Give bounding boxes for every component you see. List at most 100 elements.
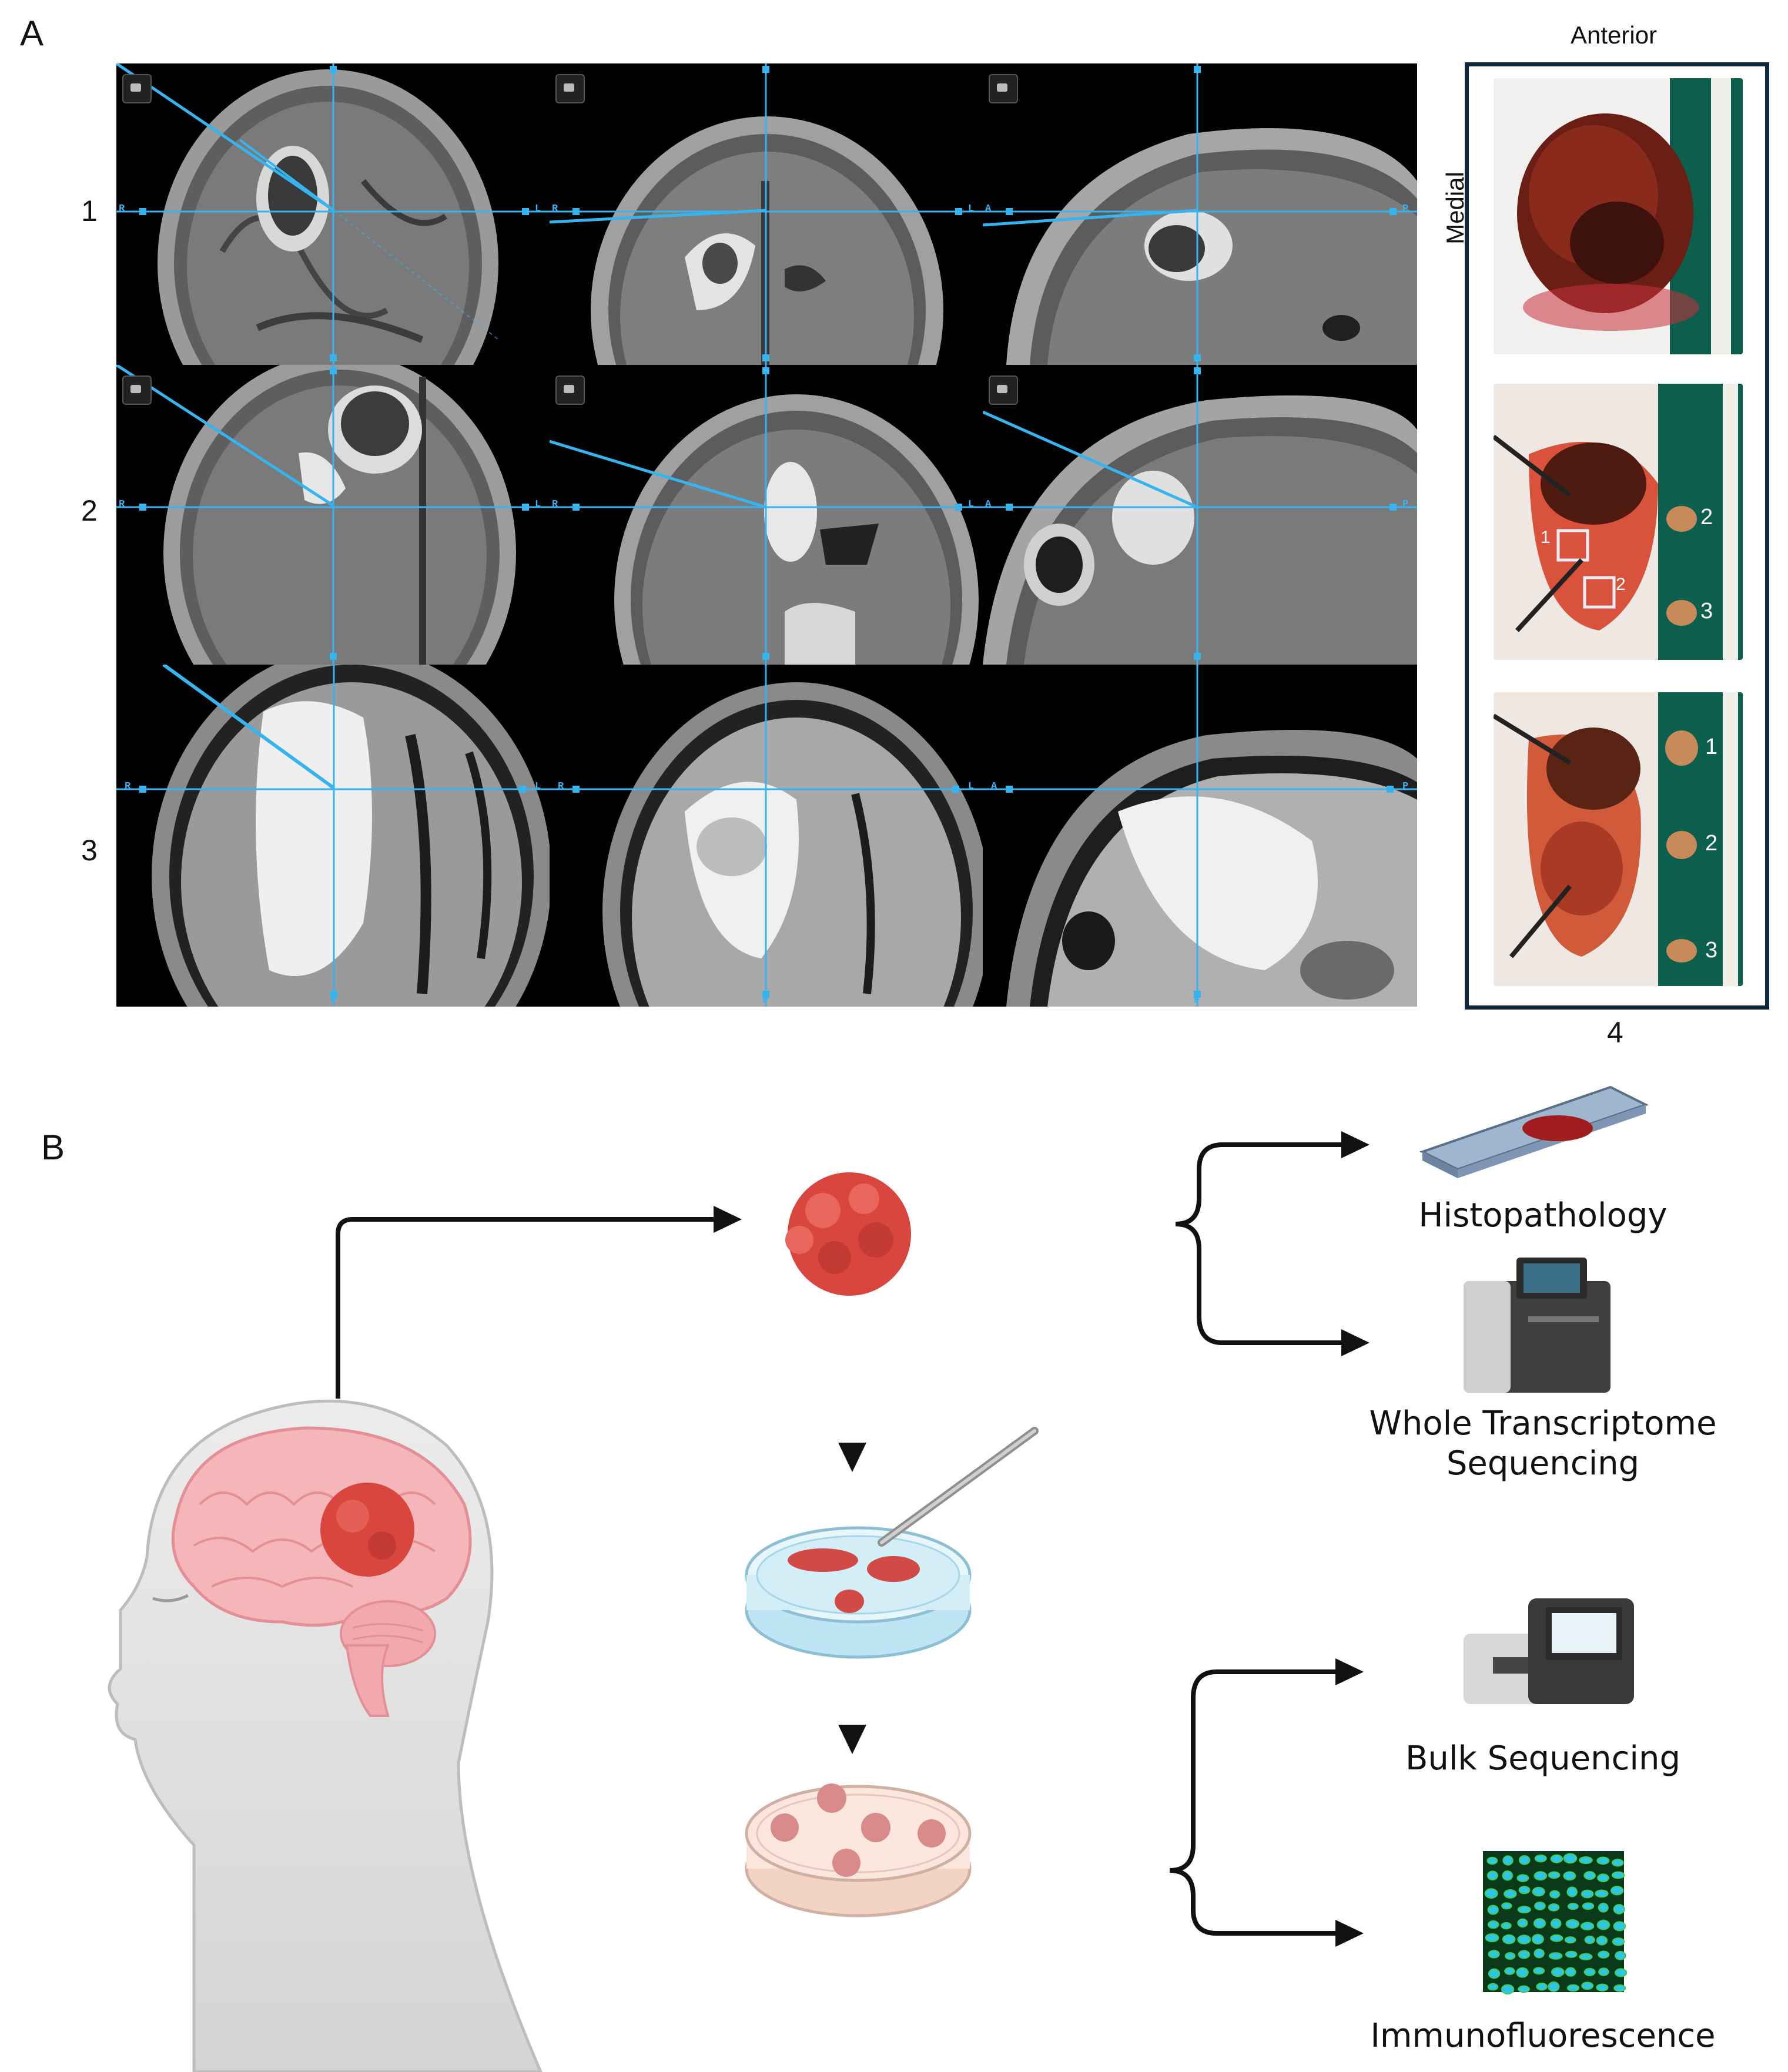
orient-right: L (535, 499, 541, 510)
if-cell (1596, 1936, 1608, 1946)
if-cell (1550, 1918, 1562, 1929)
camera-icon[interactable] (122, 375, 152, 405)
if-cell (1615, 1968, 1628, 1977)
if-cell (1517, 1934, 1531, 1944)
tumor-photo-3: 1 2 3 (1494, 692, 1743, 986)
if-cell (1501, 1984, 1515, 1995)
panel-a-letter: A (20, 14, 44, 53)
if-cell (1550, 1854, 1563, 1863)
orient-right: L (535, 781, 541, 792)
if-cell (1610, 1886, 1624, 1896)
if-cell (1533, 1918, 1546, 1929)
if-cell (1548, 1871, 1561, 1879)
if-cell (1598, 1967, 1609, 1976)
if-cell (1613, 1904, 1625, 1915)
photo3-label-1: 1 (1705, 735, 1718, 759)
label-bulk-sequencing: Bulk Sequencing (1405, 1739, 1681, 1778)
if-cell (1583, 1871, 1596, 1880)
if-cell (1502, 1855, 1514, 1866)
if-cell (1598, 1950, 1610, 1959)
orient-left: A (985, 203, 992, 214)
camera-icon[interactable] (989, 74, 1018, 103)
mri-axial-row1: R L (116, 63, 550, 365)
label-wts-line1: Whole Transcriptome (1369, 1404, 1717, 1443)
row-label-1: 1 (81, 195, 98, 227)
if-cell (1582, 1902, 1595, 1910)
if-cell (1504, 1952, 1516, 1960)
orient-left: A (985, 499, 992, 510)
mri-axial-row3: R L P (116, 665, 550, 1007)
if-cell (1501, 1902, 1512, 1910)
camera-icon[interactable] (555, 74, 585, 103)
row-label-2: 2 (81, 494, 98, 527)
if-cell (1612, 1937, 1625, 1946)
if-cell (1516, 1874, 1529, 1882)
orient-right: L (535, 203, 541, 214)
workflow-diagram (108, 1085, 1649, 2072)
if-cell (1584, 1935, 1595, 1944)
if-cell (1548, 1952, 1563, 1960)
orient-right: L (968, 781, 975, 792)
if-cell (1517, 1918, 1528, 1928)
if-cells (1484, 1853, 1628, 1995)
slide-icon (1419, 1085, 1649, 1178)
if-cell (1518, 1985, 1530, 1993)
orient-left: R (119, 499, 125, 510)
tumor-photo-panel: 1 2 2 3 1 2 3 (1465, 62, 1769, 1010)
if-cell (1549, 1890, 1561, 1899)
if-cell (1533, 1967, 1545, 1975)
if-cell (1597, 1873, 1609, 1883)
if-cell (1583, 1967, 1596, 1976)
photo2-label-1: 1 (1541, 528, 1551, 547)
if-cell (1564, 1936, 1576, 1944)
photo-panel-number: 4 (1607, 1016, 1623, 1049)
photo3-label-3: 3 (1705, 938, 1718, 963)
panel-b-letter: B (41, 1128, 65, 1167)
photo2-label-3: 3 (1700, 599, 1713, 623)
orient-right: P (1402, 499, 1409, 510)
orient-left: R (119, 203, 125, 214)
if-cell (1487, 1920, 1499, 1929)
if-cell (1536, 1983, 1548, 1991)
if-cell (1504, 1889, 1517, 1899)
if-cell (1595, 1889, 1609, 1898)
sequencer-icon (1464, 1258, 1610, 1393)
if-cell (1533, 1948, 1545, 1959)
photo2-label-2b: 2 (1616, 575, 1626, 594)
if-cell (1532, 1933, 1544, 1944)
photo2-label-2a: 2 (1700, 505, 1713, 529)
camera-icon[interactable] (122, 74, 152, 103)
if-cell (1488, 1968, 1501, 1979)
orient-right: L (968, 499, 975, 510)
tumor-photo-2: 1 2 2 3 (1494, 384, 1743, 660)
label-histopathology: Histopathology (1418, 1196, 1668, 1235)
if-cell (1534, 1901, 1546, 1910)
camera-icon[interactable] (989, 375, 1018, 405)
if-cell (1566, 1984, 1580, 1992)
orient-right: L (968, 203, 975, 214)
if-cell (1565, 1967, 1576, 1977)
if-cell (1502, 1934, 1516, 1944)
if-cell (1533, 1871, 1548, 1881)
if-cell (1504, 1967, 1515, 1975)
if-cell (1612, 1859, 1624, 1867)
tumor-photo-1 (1494, 78, 1743, 354)
if-cell (1548, 1903, 1560, 1912)
if-cell (1566, 1886, 1578, 1897)
if-cell (1485, 1933, 1499, 1943)
if-cell (1486, 1870, 1498, 1880)
head-illustration (108, 1399, 543, 2072)
mri-coronal-row3: R L P (550, 665, 983, 1007)
if-cell (1581, 1889, 1594, 1899)
if-cell (1502, 1870, 1514, 1881)
photo3-label-2: 2 (1705, 831, 1718, 856)
if-cell (1488, 1950, 1500, 1959)
camera-icon[interactable] (555, 375, 585, 405)
if-cell (1518, 1886, 1531, 1895)
if-cell (1598, 1903, 1609, 1913)
if-cell (1581, 1982, 1594, 1990)
if-cell (1613, 1984, 1626, 1992)
mri-coronal-row2: R L (550, 365, 983, 665)
if-cell (1596, 1856, 1610, 1865)
orient-left: A (991, 781, 997, 792)
